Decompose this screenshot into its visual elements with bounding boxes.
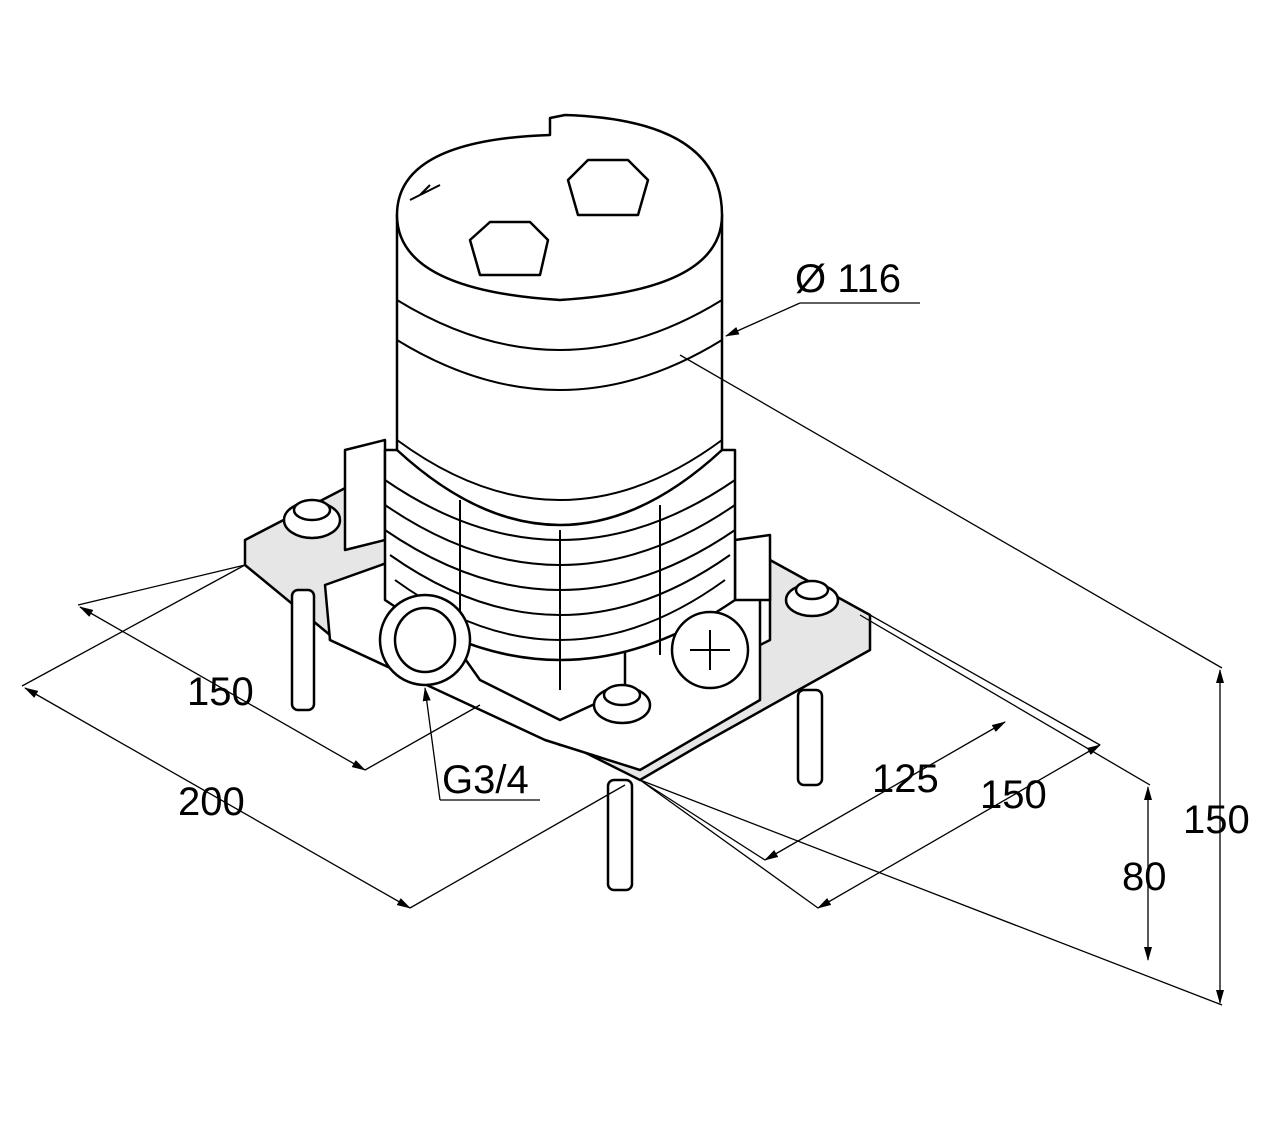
base-width-label: 200 [178, 780, 245, 824]
thread-label: G3/4 [442, 758, 529, 802]
diameter-label: Ø 116 [795, 257, 901, 301]
dimension-lines [21, 302, 1224, 1006]
inlet-fittings [378, 593, 750, 690]
min-height-label: 80 [1122, 855, 1167, 899]
cylinder-body [395, 113, 724, 527]
max-height-label: 150 [1183, 798, 1250, 842]
mount-width-label: 150 [980, 773, 1047, 817]
base-depth-label: 150 [187, 670, 254, 714]
mount-spacing-label: 125 [872, 757, 939, 801]
